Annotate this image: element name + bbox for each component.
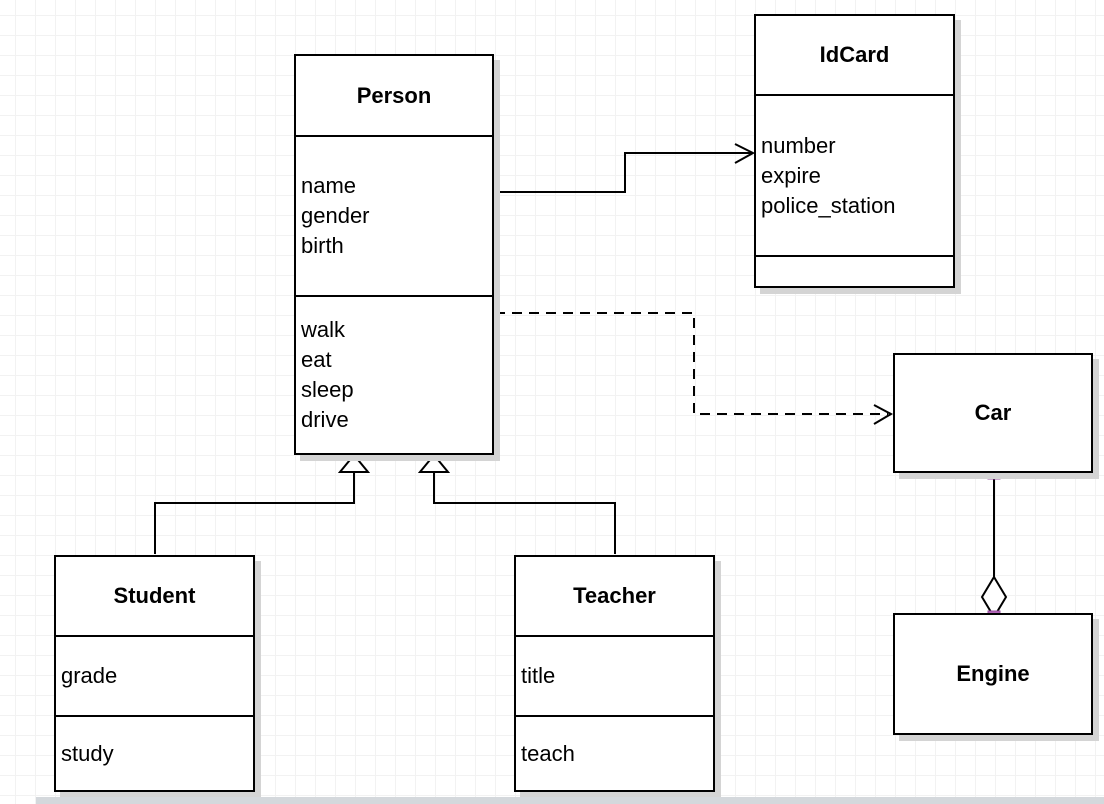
hollow-triangle-arrowhead [417,453,451,473]
class-box-car[interactable]: Car [893,353,1093,473]
dependency-person-car[interactable] [495,312,894,425]
method: study [61,740,114,766]
method: walk [301,317,346,342]
class-title: Teacher [573,583,656,608]
attribute: expire [761,162,821,188]
open-arrowhead [873,404,894,425]
methods-section: walk eat sleep drive [296,295,492,453]
attribute: police_station [761,192,896,218]
attribute: title [521,663,556,688]
class-title: Student [113,583,196,608]
attribute: grade [61,663,118,688]
class-box-idcard[interactable]: IdCard number expire police_station [754,14,955,288]
horizontal-scrollbar[interactable] [36,797,1104,804]
attributes-section: title [516,635,713,715]
generalization-teacher-person[interactable] [417,453,616,554]
attributes-section: grade [56,635,253,715]
attribute: number [761,132,836,158]
method: eat [301,347,332,372]
aggregation-car-engine[interactable] [980,466,1008,624]
methods-section: study [56,715,253,790]
attribute: birth [301,233,344,258]
attributes-section: name gender birth [296,135,492,295]
association-person-idcard[interactable] [494,143,756,193]
class-title: IdCard [819,42,890,67]
attributes-section: number expire police_station [756,94,953,255]
class-box-engine[interactable]: Engine [893,613,1093,735]
method: drive [301,407,349,432]
class-box-student[interactable]: Student grade study [54,555,255,792]
attribute: gender [301,203,370,228]
method: teach [521,740,575,766]
methods-section: teach [516,715,713,790]
hollow-triangle-arrowhead [337,453,371,473]
methods-section-empty [756,255,953,286]
class-box-teacher[interactable]: Teacher title teach [514,555,715,792]
method: sleep [301,377,354,402]
generalization-student-person[interactable] [154,453,371,554]
class-box-person[interactable]: Person name gender birth walk eat sleep … [294,54,494,455]
class-title: Person [356,82,432,108]
open-arrowhead [734,143,756,164]
attribute: name [301,173,357,198]
